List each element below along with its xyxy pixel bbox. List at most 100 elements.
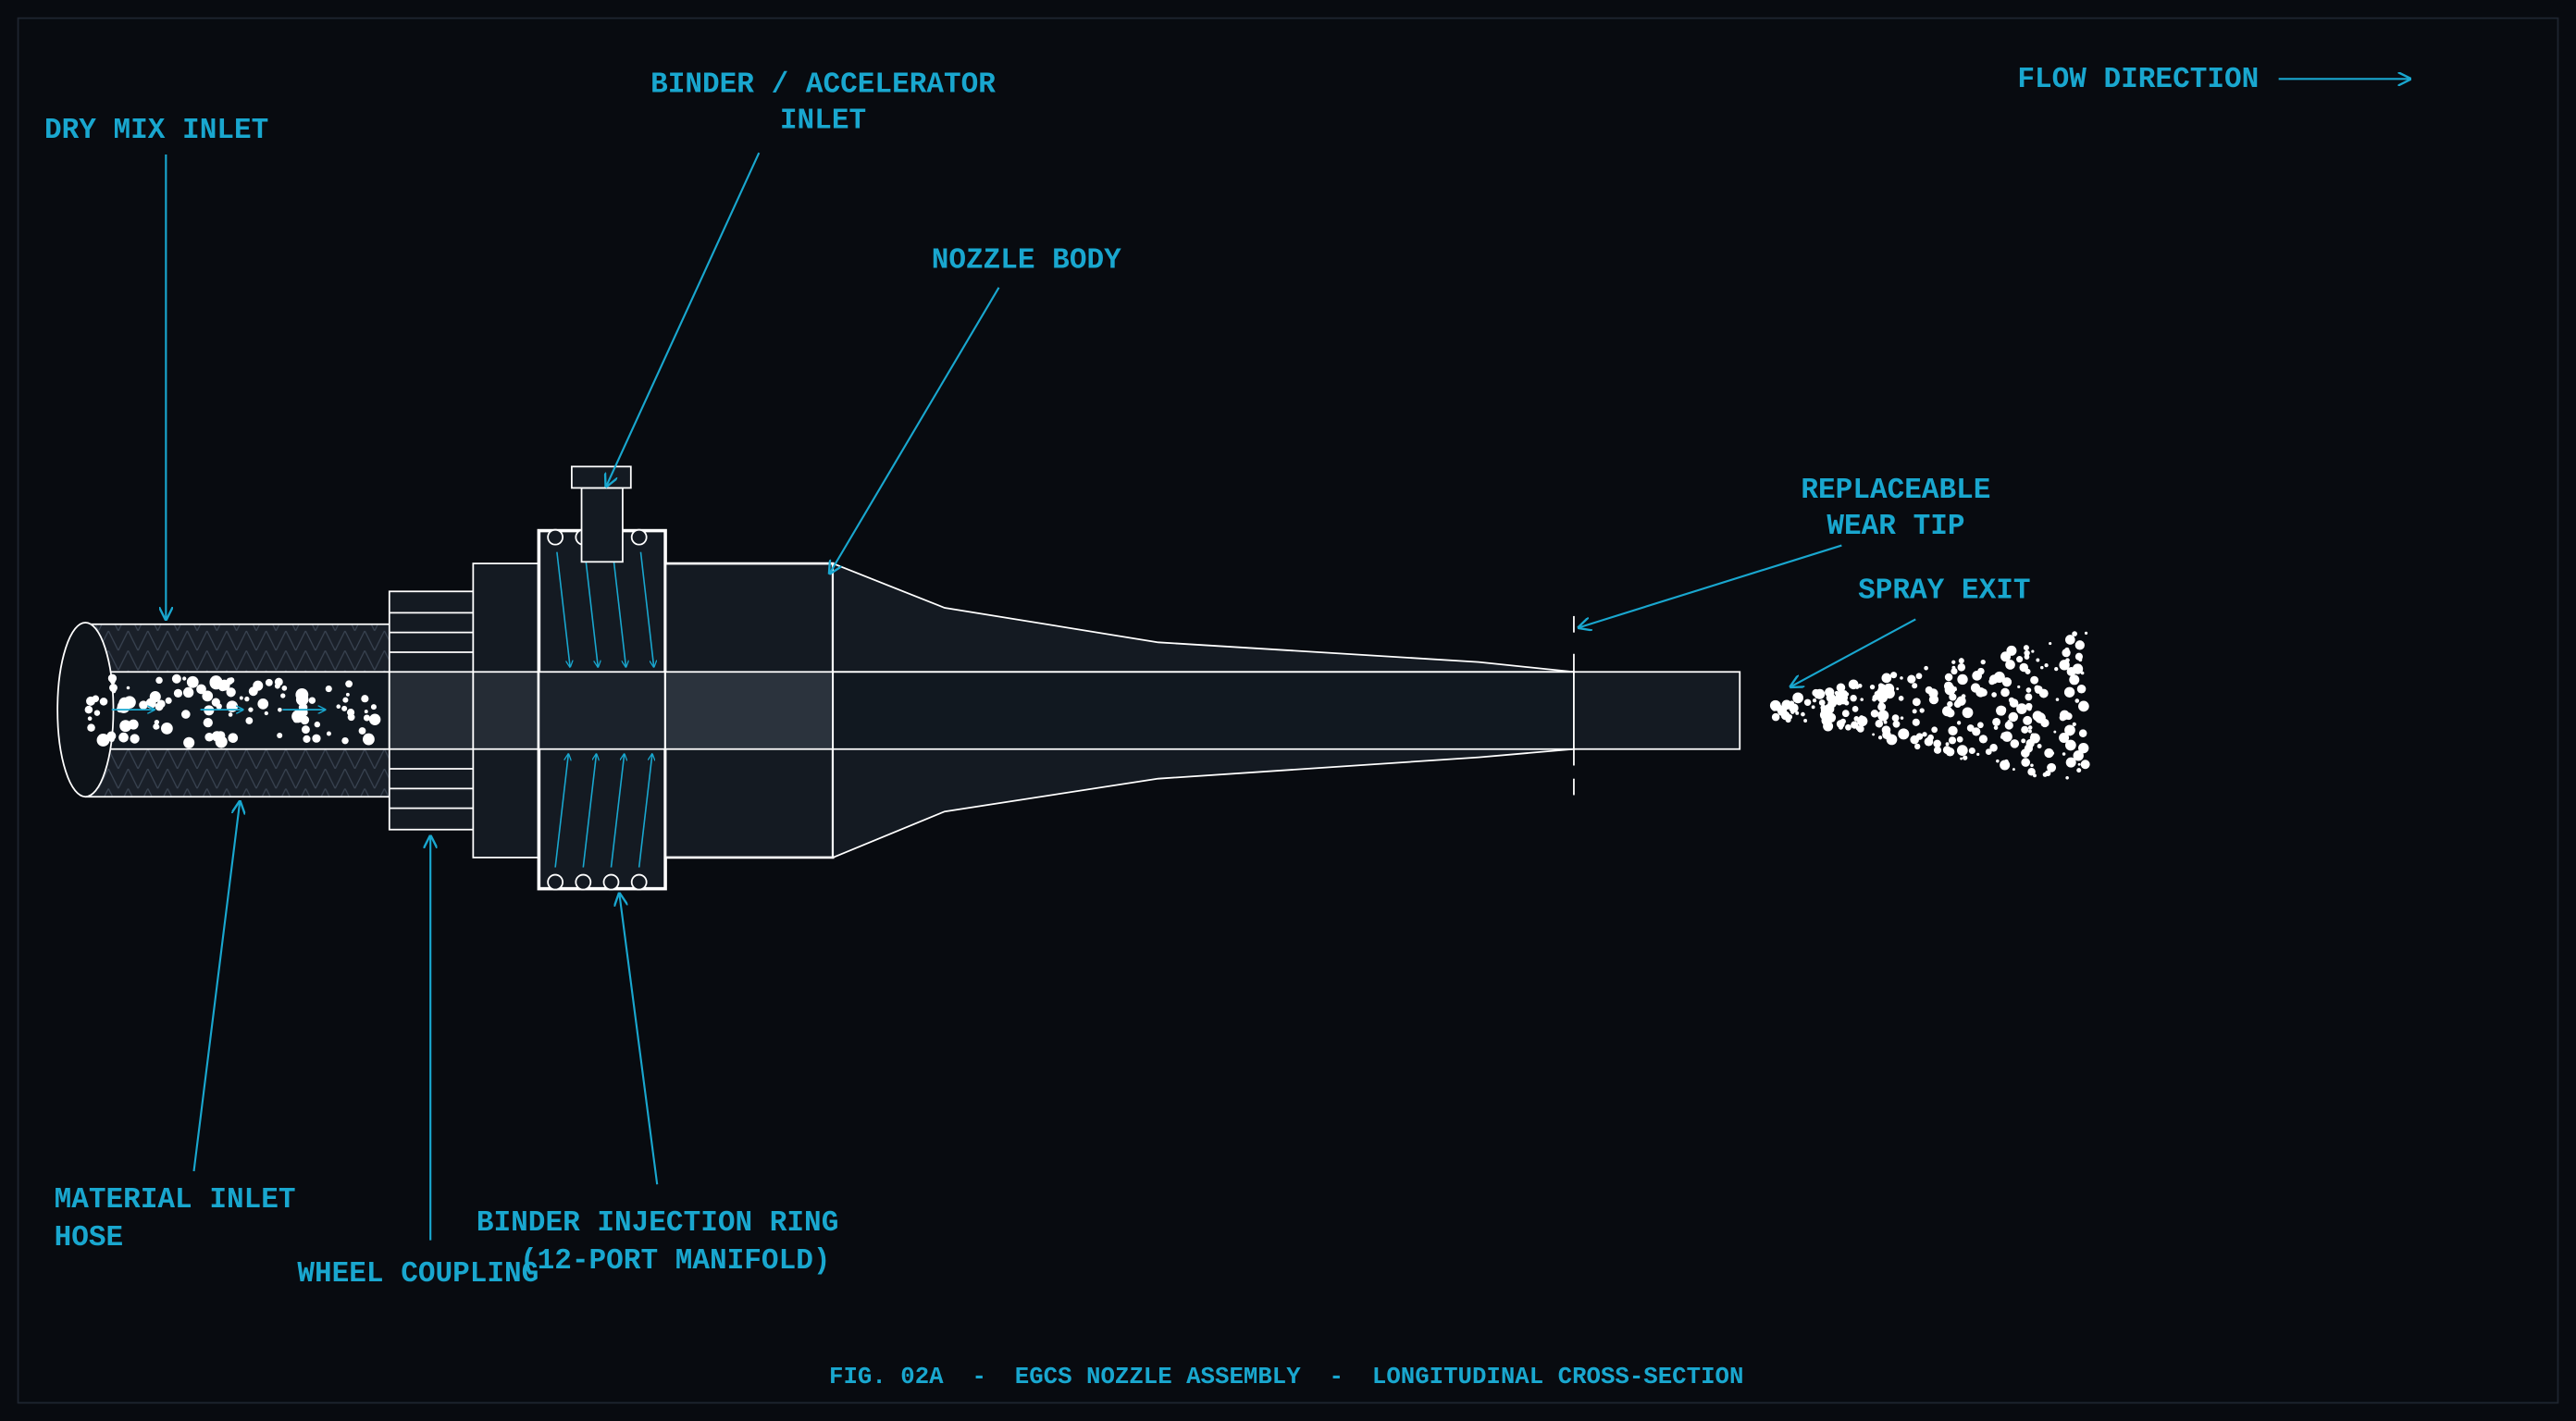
spray-particle [2036,658,2040,662]
spray-particle [2065,776,2069,780]
spray-particle [2062,649,2071,658]
spray-particle [1792,692,1803,704]
spray-particle [1912,683,1918,689]
hose-particle [226,677,234,685]
spray-particle [1872,697,1876,702]
spray-particle [1931,726,1938,734]
hose-particle [111,688,117,694]
spray-particle [1912,709,1917,714]
spray-particle [2012,768,2015,771]
spray-particle [1875,719,1884,728]
spray-particle [1811,705,1815,710]
spray-particle [2008,712,2017,722]
spray-particle [1958,658,1964,664]
hose-particle [153,723,160,730]
hose-particle [358,727,366,735]
hose-particle [244,696,250,702]
hose-particle [347,713,355,722]
spray-particle [1896,687,1900,690]
replaceable-wear-tip [1573,615,1741,796]
spray-particle [1956,745,1968,757]
wheel-coupling-label: WHEEL COUPLING [297,1258,539,1291]
spray-particle [2065,757,2076,768]
hose-particle [370,704,377,710]
spray-particle [1884,687,1895,699]
spray-particle [2019,662,2029,673]
spray-particle [2004,721,2013,730]
nozzle-body-block [663,562,835,859]
spray-particle [2076,684,2087,694]
hose-particle [248,707,254,712]
hose-particle [186,675,199,688]
spray-particle [2030,675,2039,685]
hose-particle [109,678,116,685]
spray-exit-label: SPRAY EXIT [1858,575,2030,607]
spray-particle [1975,685,1980,689]
hose-particle [372,718,378,724]
hose-particle [183,736,195,748]
hose-particle [326,731,331,736]
hose-particle [228,733,239,743]
spray-particle [1878,701,1884,708]
hose-particle [341,705,348,711]
spray-particle [2072,722,2076,727]
leader-lines [166,79,2409,1241]
spray-particle [1771,706,1777,711]
spray-particle [1944,684,1956,696]
spray-particle [1890,672,1898,679]
spray-particle [1956,696,1966,706]
spray-particle [1944,682,1950,687]
spray-particle [1956,721,1962,725]
hose-particle [218,683,227,692]
hose-particle [314,721,321,728]
spray-particle [1963,755,1968,760]
wheel-coupling [388,590,475,831]
injection-ring-label-line2: (12-PORT MANIFOLD) [520,1245,831,1278]
spray-particle [2049,641,2052,646]
spray-particle [2028,729,2032,734]
spray-particle [1831,706,1835,709]
spray-particle [1912,718,1920,726]
hose-particle [211,698,220,707]
hose-particle [151,701,155,705]
hose-particle [165,697,172,704]
spray-particle [1985,748,1992,755]
spray-particle [2076,768,2082,773]
spray-particle [2063,686,2075,698]
spray-particle [1980,659,1986,665]
spray-particle [1978,735,1988,744]
hose-particle [93,710,101,716]
spray-particle [1826,712,1837,723]
spray-particle [1961,694,1966,698]
spray-particle [2000,687,2010,698]
spray-particle [1960,757,1963,760]
hose-particle [274,683,280,689]
spray-particle [2078,700,2089,712]
hose-particle [99,698,108,706]
spray-particle [2024,649,2030,657]
spray-particle [1814,688,1826,699]
spray-particle [2027,725,2033,730]
spray-particle [1922,732,1927,737]
spray-particle [1947,700,1953,708]
spray-particle [2001,677,2012,687]
spray-particle [1856,724,1864,733]
spray-particle [1992,717,2001,726]
spray-particle [2063,661,2069,667]
spray-particle [2007,648,2015,655]
spray-particle [1801,711,1805,717]
spray-particle [1870,710,1879,718]
spray-particle [1951,660,1956,664]
hose-particle [86,696,95,706]
injection-flow-arrows [554,551,654,868]
spray-particle [1795,710,1800,715]
spray-particle [2027,767,2036,776]
spray-particle [2064,712,2073,721]
spray-particle [2034,686,2043,694]
hose-particle [228,712,233,717]
spray-particle [1812,698,1817,703]
hose-particle [87,723,95,732]
spray-particle [1957,673,1968,686]
spray-particle [1845,723,1852,731]
spray-particle [2080,702,2084,706]
